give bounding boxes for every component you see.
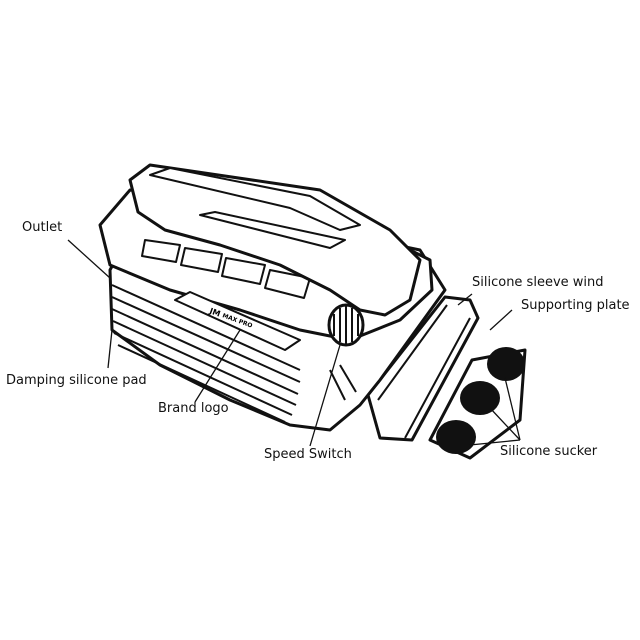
label-silicone-sleeve-wind: Silicone sleeve wind xyxy=(472,275,604,290)
label-outlet: Outlet xyxy=(22,220,63,235)
fan-body: JM MAX PRO xyxy=(98,163,447,432)
label-silicone-sucker: Silicone sucker xyxy=(500,444,598,459)
sucker-bottom xyxy=(436,420,476,454)
leader-supporting-plate xyxy=(489,309,513,331)
speed-switch-knob xyxy=(327,303,365,347)
leader-lines xyxy=(67,239,521,447)
sucker-middle xyxy=(460,381,500,415)
leader-brand-logo xyxy=(194,329,241,403)
leader-damping-pad xyxy=(107,329,113,369)
leader-speed-switch xyxy=(309,344,341,447)
sucker-top xyxy=(487,347,525,381)
label-supporting-plate: Supporting plate xyxy=(521,298,630,313)
leader-sucker-1 xyxy=(504,377,521,441)
leader-outlet xyxy=(67,239,111,279)
leader-sleeve-wind xyxy=(457,293,473,306)
brand-logo-mark: JM xyxy=(207,306,221,319)
silicone-suckers xyxy=(436,347,525,454)
outlet-vents xyxy=(141,239,311,299)
leader-sucker-2 xyxy=(489,407,521,441)
label-damping-silicone-pad: Damping silicone pad xyxy=(6,373,147,388)
label-brand-logo: Brand logo xyxy=(158,401,229,416)
fin-grille xyxy=(111,284,357,423)
label-speed-switch: Speed Switch xyxy=(264,447,352,462)
leader-sucker-3 xyxy=(469,439,521,446)
